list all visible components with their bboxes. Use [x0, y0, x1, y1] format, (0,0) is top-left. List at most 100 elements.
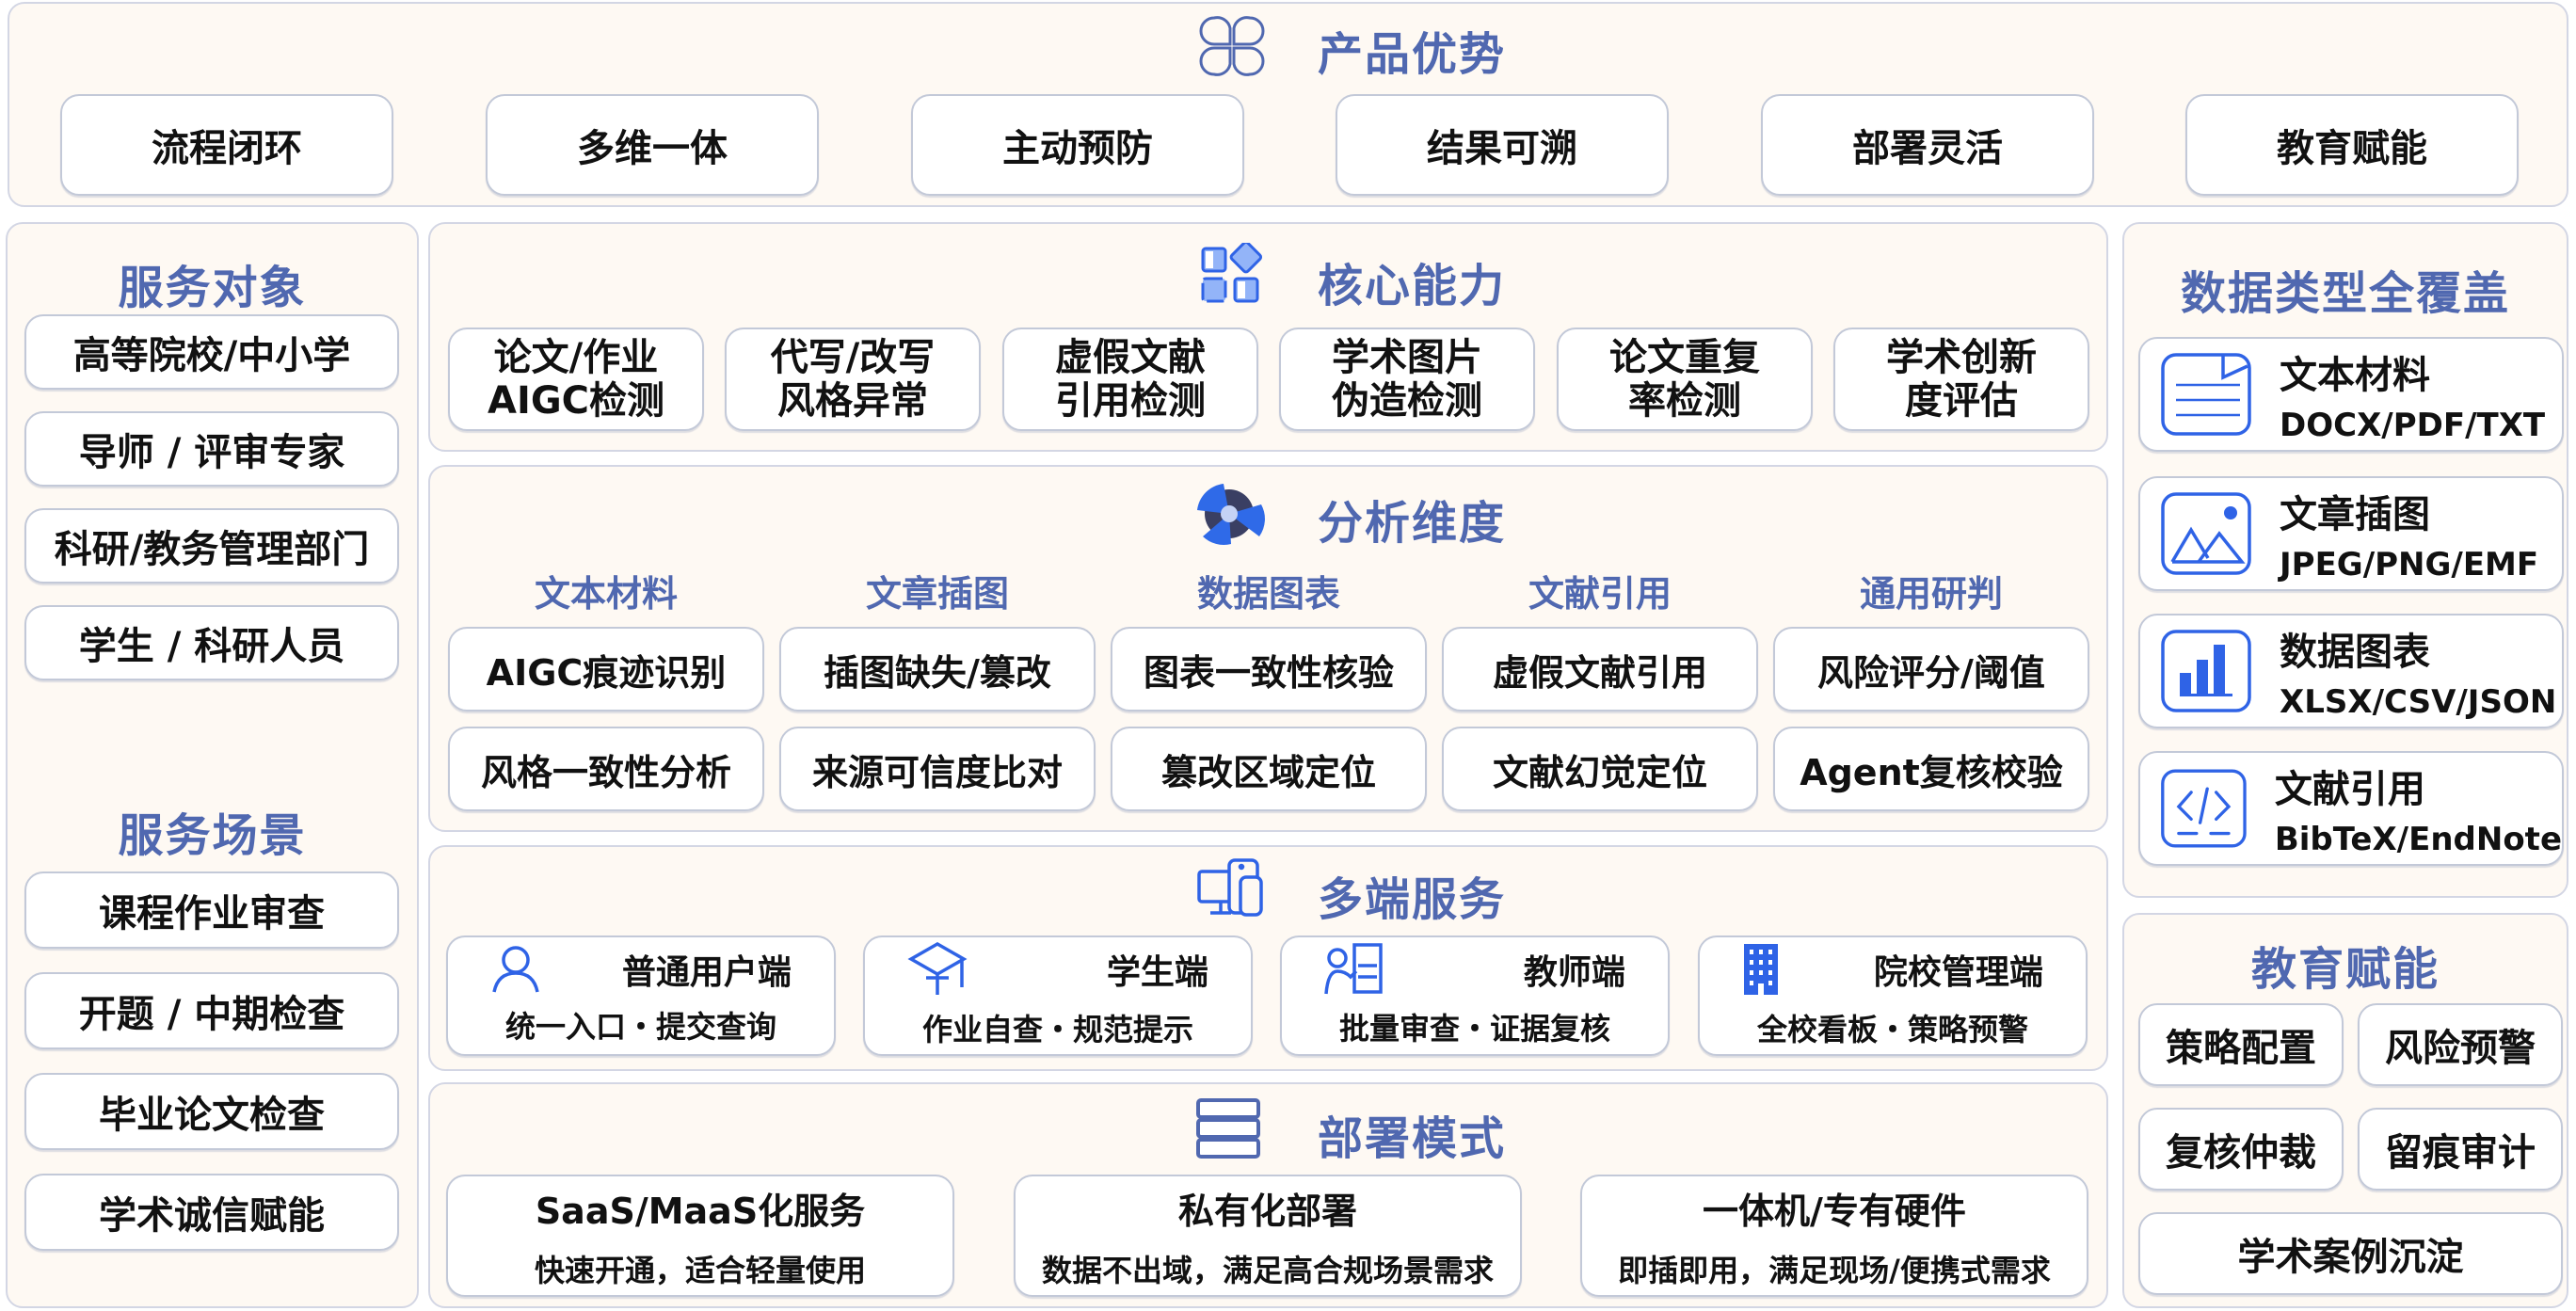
teacher-board-icon	[1324, 943, 1383, 995]
education-item: 留痕审计	[2358, 1108, 2563, 1191]
service-scenario-item: 学术诚信赋能	[24, 1174, 399, 1251]
capability-item: 论文/作业 AIGC检测	[448, 328, 704, 431]
advantage-item: 流程闭环	[60, 94, 393, 196]
capability-item: 虚假文献 引用检测	[1002, 328, 1258, 431]
deployment-name: 私有化部署	[1177, 1190, 1357, 1232]
data-type-formats: JPEG/PNG/EMF	[2280, 546, 2539, 584]
capability-line2: 伪造检测	[1332, 379, 1482, 423]
analysis-item: 虚假文献引用	[1442, 627, 1758, 711]
education-title: 教育赋能	[2250, 943, 2440, 996]
analysis-item: 篡改区域定位	[1111, 727, 1427, 811]
capability-line2: 率检测	[1628, 379, 1741, 423]
analysis-item: 来源可信度比对	[779, 727, 1096, 811]
capability-line1: 虚假文献	[1055, 336, 1206, 379]
service-target-item: 学生 / 科研人员	[24, 605, 399, 680]
fan-icon	[1197, 484, 1265, 545]
capability-item: 学术图片 伪造检测	[1279, 328, 1535, 431]
deployment-name: SaaS/MaaS化服务	[535, 1190, 866, 1232]
analysis-item: Agent复核校验	[1773, 727, 2089, 811]
blocks-icon	[1201, 243, 1263, 303]
deployment-desc: 快速开通，适合轻量使用	[534, 1252, 866, 1288]
capability-item: 学术创新 度评估	[1833, 328, 2089, 431]
education-item: 风险预警	[2358, 1003, 2563, 1086]
terminal-desc: 统一入口・提交查询	[504, 1009, 776, 1045]
advantage-item: 部署灵活	[1761, 94, 2094, 196]
terminal-user: 普通用户端 统一入口・提交查询	[446, 935, 836, 1056]
education-item: 策略配置	[2138, 1003, 2344, 1086]
data-type-formats: XLSX/CSV/JSON	[2280, 683, 2557, 721]
terminal-desc: 作业自查・规范提示	[921, 1012, 1193, 1047]
analysis-item: 文献幻觉定位	[1442, 727, 1758, 811]
user-icon	[492, 946, 539, 993]
data-type-formats: DOCX/PDF/TXT	[2280, 407, 2546, 444]
terminal-teacher: 教师端 批量审查・证据复核	[1280, 935, 1670, 1056]
data-type-name: 数据图表	[2280, 631, 2430, 674]
deployment-name: 一体机/专有硬件	[1703, 1190, 1966, 1232]
terminal-desc: 批量审查・证据复核	[1338, 1011, 1610, 1047]
devices-icon	[1197, 858, 1263, 917]
service-scenario-item: 开题 / 中期检查	[24, 972, 399, 1049]
analysis-column-header: 数据图表	[1196, 573, 1340, 615]
data-type-item: 数据图表 XLSX/CSV/JSON	[2138, 614, 2564, 728]
capability-line1: 论文重复	[1609, 336, 1760, 379]
deployment-item: SaaS/MaaS化服务 快速开通，适合轻量使用	[446, 1175, 954, 1297]
server-stack-icon	[1196, 1098, 1260, 1159]
data-type-name: 文献引用	[2274, 768, 2425, 811]
deployment-desc: 数据不出域，满足高合规场景需求	[1041, 1252, 1494, 1288]
capability-line2: 风格异常	[777, 379, 928, 423]
building-icon	[1744, 944, 1779, 995]
core-capabilities-panel	[428, 222, 2108, 452]
service-target-item: 高等院校/中小学	[24, 314, 399, 390]
data-types-title: 数据类型全覆盖	[2180, 267, 2510, 320]
data-type-item: 文献引用 BibTeX/EndNote	[2138, 751, 2564, 866]
capability-line2: 度评估	[1905, 379, 2018, 423]
advantage-item: 教育赋能	[2185, 94, 2519, 196]
data-type-name: 文本材料	[2280, 354, 2430, 397]
data-type-formats: BibTeX/EndNote	[2274, 821, 2562, 858]
data-type-item: 文章插图 JPEG/PNG/EMF	[2138, 476, 2564, 591]
advantages-title: 产品优势	[1318, 28, 1507, 81]
terminal-admin: 院校管理端 全校看板・策略预警	[1698, 935, 2088, 1056]
terminal-desc: 全校看板・策略预警	[1756, 1012, 2028, 1047]
multi-terminal-title: 多端服务	[1318, 873, 1507, 926]
analysis-item: 图表一致性核验	[1111, 627, 1427, 711]
service-target-item: 科研/教务管理部门	[24, 508, 399, 584]
capability-line1: 学术图片	[1332, 336, 1482, 379]
analysis-item: 插图缺失/篡改	[779, 627, 1096, 711]
deployment-item: 一体机/专有硬件 即插即用，满足现场/便携式需求	[1580, 1175, 2088, 1297]
analysis-column-header: 文献引用	[1528, 573, 1672, 615]
service-scenarios-title: 服务场景	[118, 809, 307, 862]
terminal-name: 学生端	[1106, 953, 1208, 992]
advantage-item: 多维一体	[486, 94, 819, 196]
advantages-panel	[8, 2, 2568, 207]
analysis-column-header: 通用研判	[1859, 573, 2003, 615]
capability-line2: 引用检测	[1055, 379, 1206, 423]
capability-line1: 学术创新	[1886, 336, 2037, 379]
terminal-name: 普通用户端	[621, 953, 792, 992]
service-scenario-item: 毕业论文检查	[24, 1073, 399, 1150]
education-item: 复核仲裁	[2138, 1108, 2344, 1191]
bar-chart-icon	[2161, 630, 2251, 712]
analysis-title: 分析维度	[1318, 497, 1507, 550]
analysis-item: AIGC痕迹识别	[448, 627, 764, 711]
terminal-student: 学生端 作业自查・规范提示	[863, 935, 1253, 1056]
terminal-name: 院校管理端	[1873, 953, 2043, 992]
capability-line1: 代写/改写	[770, 336, 936, 379]
capability-item: 论文重复 率检测	[1557, 328, 1813, 431]
deployment-title: 部署模式	[1318, 1112, 1507, 1165]
education-item: 学术案例沉淀	[2138, 1212, 2563, 1295]
four-petal-icon	[1199, 16, 1265, 76]
analysis-item: 风格一致性分析	[448, 727, 764, 811]
terminal-name: 教师端	[1523, 953, 1625, 992]
data-type-name: 文章插图	[2280, 493, 2430, 536]
document-icon	[2161, 353, 2251, 436]
service-target-item: 导师 / 评审专家	[24, 411, 399, 487]
code-icon	[2161, 769, 2247, 848]
service-targets-title: 服务对象	[118, 262, 307, 314]
analysis-column-header: 文本材料	[534, 573, 678, 615]
data-type-item: 文本材料 DOCX/PDF/TXT	[2138, 337, 2564, 452]
service-scenario-item: 课程作业审查	[24, 871, 399, 949]
capability-item: 代写/改写 风格异常	[725, 328, 981, 431]
deployment-desc: 即插即用，满足现场/便携式需求	[1618, 1252, 2051, 1288]
image-icon	[2161, 492, 2251, 575]
